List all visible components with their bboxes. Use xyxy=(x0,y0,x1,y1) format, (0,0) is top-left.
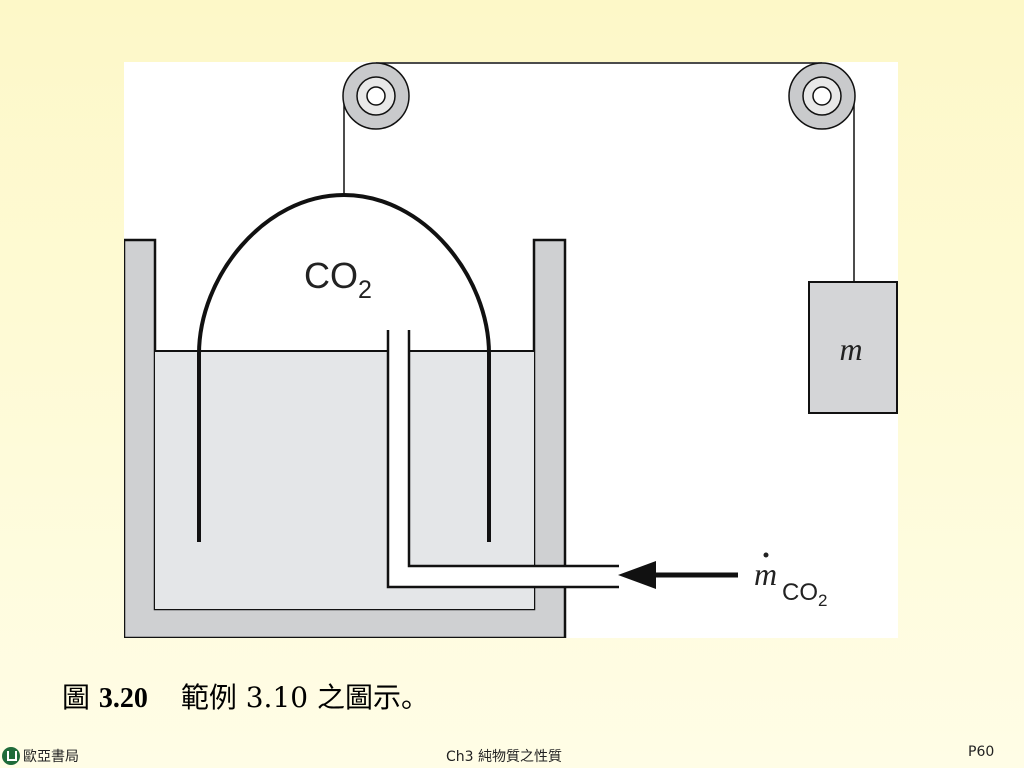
caption-prefix: 圖 xyxy=(62,681,91,714)
gas-label: CO2 xyxy=(304,255,372,304)
mass-block xyxy=(808,281,898,414)
inlet-pipe xyxy=(386,330,619,589)
figure-caption: 圖 3.20 範例 3.10 之圖示。 xyxy=(62,676,429,716)
pulley-right xyxy=(788,62,856,130)
figure-panel: m CO2 m CO2 xyxy=(124,62,898,638)
svg-text:m: m xyxy=(754,556,777,592)
rope xyxy=(343,62,855,282)
footer-publisher: 歐亞書局 xyxy=(2,746,79,766)
svg-text:CO2: CO2 xyxy=(782,579,827,610)
caption-number: 3.20 xyxy=(98,683,148,714)
publisher-logo-icon xyxy=(2,747,20,765)
footer-chapter: Ch3 純物質之性質 xyxy=(446,749,563,765)
publisher-name: 歐亞書局 xyxy=(23,749,79,765)
caption-text: 範例 3.10 之圖示。 xyxy=(180,681,429,714)
pulley-left xyxy=(342,62,410,130)
mass-flow-label: m CO2 xyxy=(754,552,827,610)
apparatus-diagram: m CO2 m CO2 xyxy=(124,62,898,638)
mass-label: m xyxy=(839,331,862,367)
inflow-arrow xyxy=(618,561,738,589)
page-number: P60 xyxy=(968,744,995,760)
